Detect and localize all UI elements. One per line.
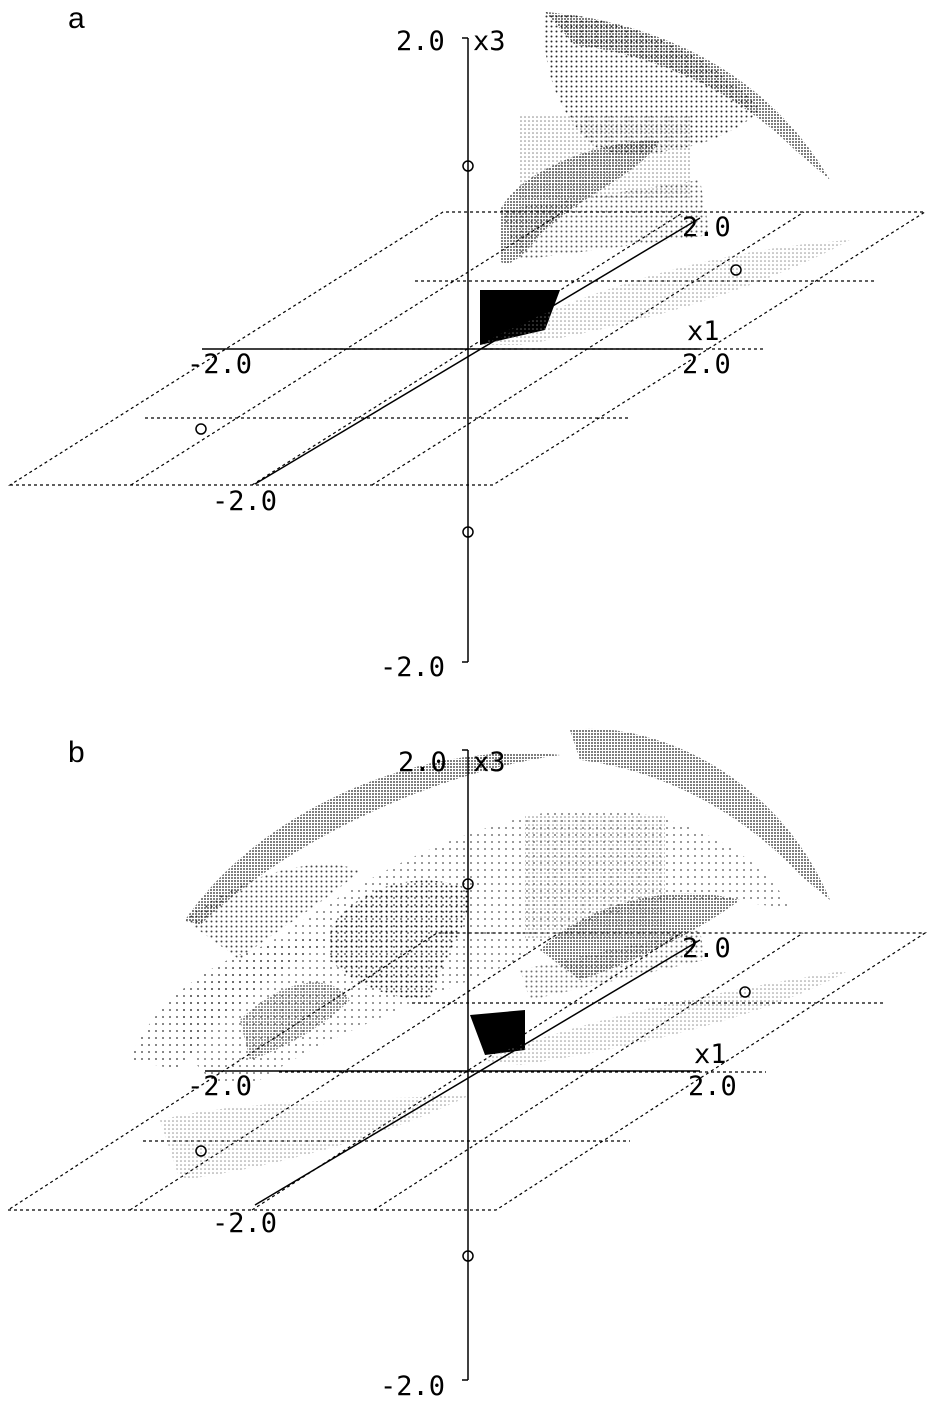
axis-labels: 2.0 x3 -2.0 -2.0 2.0 x1 -2.0 2.0	[187, 26, 731, 683]
panel-a: a	[0, 0, 929, 700]
plot-3d-a: 2.0 x3 -2.0 -2.0 2.0 x1 -2.0 2.0	[7, 12, 928, 683]
x3-name-label: x3	[473, 747, 506, 778]
x1-pos-label: 2.0	[682, 349, 731, 380]
x1-pos-label: 2.0	[688, 1071, 737, 1102]
panel-letter: b	[68, 736, 85, 769]
axes	[205, 749, 701, 1381]
x3-name-label: x3	[473, 26, 506, 57]
surface-mesh	[130, 728, 850, 1180]
axes	[202, 37, 701, 663]
x3-top-label: 2.0	[396, 26, 445, 57]
x3-bottom-label: -2.0	[380, 652, 445, 683]
surface-mesh	[480, 12, 850, 345]
x2-axis	[254, 217, 701, 485]
x1-neg-label: -2.0	[187, 1071, 252, 1102]
x1-name-label: x1	[687, 316, 720, 347]
panel-b: b	[0, 700, 929, 1400]
x2-neg-label: -2.0	[212, 486, 277, 517]
x3-bottom-label: -2.0	[380, 1371, 445, 1400]
x2-pos-label: 2.0	[682, 212, 731, 243]
axis-markers	[195, 878, 751, 1262]
axis-labels: 2.0 x3 -2.0 -2.0 2.0 x1 -2.0 2.0	[187, 747, 737, 1400]
x1-neg-label: -2.0	[187, 349, 252, 380]
x2-neg-label: -2.0	[212, 1208, 277, 1239]
x2-pos-label: 2.0	[682, 933, 731, 964]
x3-top-label: 2.0	[398, 747, 447, 778]
panel-letter: a	[68, 2, 85, 35]
axis-markers	[195, 160, 742, 538]
x1-name-label: x1	[694, 1039, 727, 1070]
plot-3d-b: 2.0 x3 -2.0 -2.0 2.0 x1 -2.0 2.0	[5, 728, 928, 1400]
x2-axis	[254, 939, 701, 1206]
